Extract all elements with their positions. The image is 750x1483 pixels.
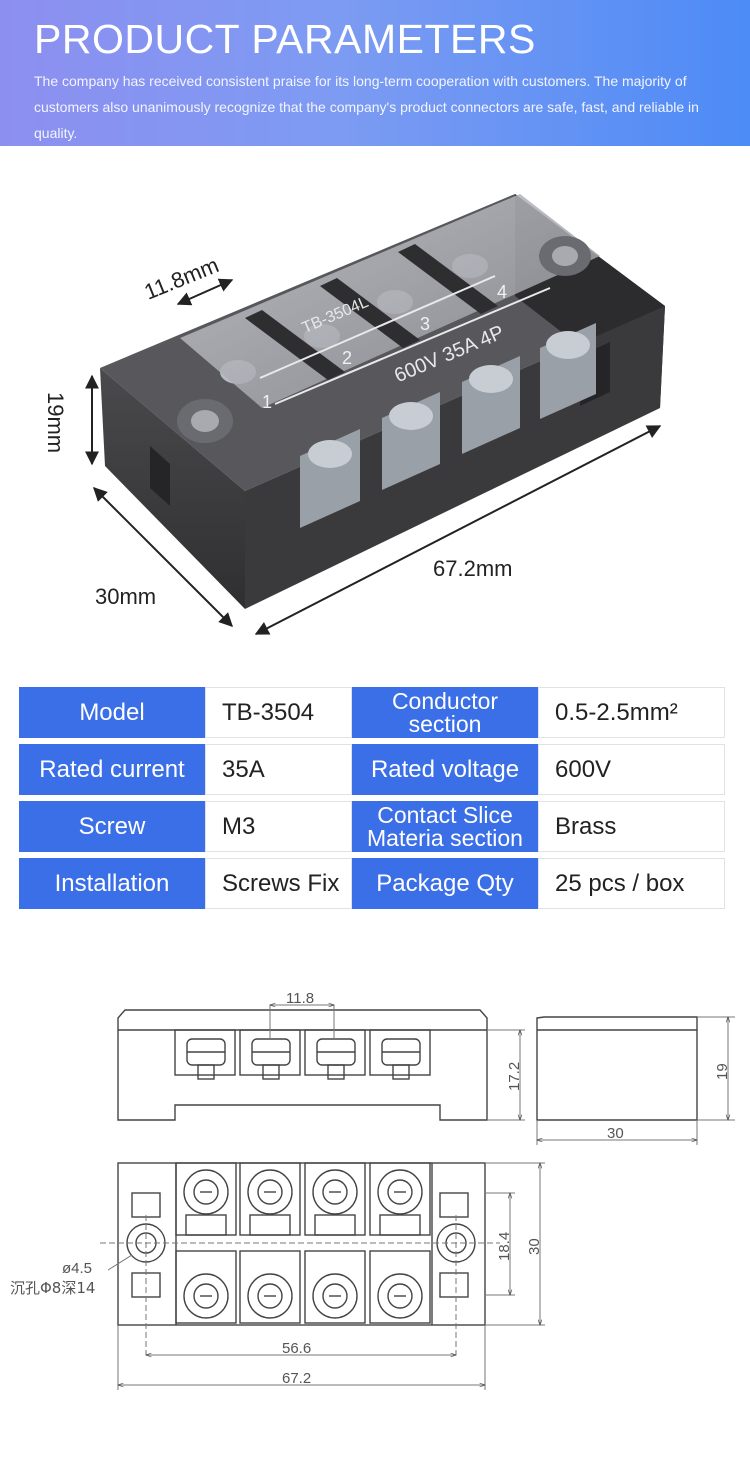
spec-label: Installation xyxy=(19,858,205,909)
spec-label: Package Qty xyxy=(352,858,538,909)
spec-value: 35A xyxy=(205,744,352,795)
banner-description: The company has received consistent prai… xyxy=(34,73,699,141)
spec-value: M3 xyxy=(205,801,352,852)
spec-value: TB-3504 xyxy=(205,687,352,738)
spec-label-line: section xyxy=(408,710,482,737)
spec-label-line: Contact Slice xyxy=(377,801,513,828)
drawing-label-overall-length: 67.2 xyxy=(282,1370,311,1387)
spec-label-line: Materia section xyxy=(367,824,523,851)
spec-value: 25 pcs / box xyxy=(538,858,725,909)
spec-value: Brass xyxy=(538,801,725,852)
terminal-number-1: 1 xyxy=(262,392,272,412)
drawing-label-pitch: 11.8 xyxy=(286,990,314,1007)
header-banner: PRODUCT PARAMETERS The company has recei… xyxy=(0,0,750,146)
terminal-number-3: 3 xyxy=(420,314,430,334)
drawing-label-hole-span: 56.6 xyxy=(282,1340,311,1357)
dim-label-pitch: 11.8mm xyxy=(141,252,223,304)
drawing-label-side-height: 19 xyxy=(714,1063,731,1080)
drawing-label-hole: ø4.5 xyxy=(62,1260,92,1277)
drawing-label-mount-spacing: 18.4 xyxy=(496,1232,513,1261)
spec-row-installation: Installation Screws Fix Package Qty 25 p… xyxy=(19,858,725,909)
drawing-label-front-height: 17.2 xyxy=(506,1062,523,1091)
drawing-label-counterbore: 沉孔Φ8深14 xyxy=(10,1279,95,1297)
spec-value: 0.5-2.5mm² xyxy=(538,687,725,738)
drawing-label-top-depth: 30 xyxy=(526,1238,543,1255)
dim-label-height: 19mm xyxy=(43,392,68,453)
product-photo: 600V 35A 4P TB-3504L 1 2 3 4 11.8mm 19mm… xyxy=(43,194,665,635)
dim-arrow-pitch xyxy=(176,278,234,306)
top-view xyxy=(117,1162,486,1326)
technical-drawing: 11.8 17.2 19 30 18.4 30 ø4.5 沉孔Φ8深14 56.… xyxy=(10,990,735,1390)
dim-arrow-length xyxy=(254,425,662,635)
terminal-number-4: 4 xyxy=(497,282,507,302)
dim-label-length: 67.2mm xyxy=(433,556,512,581)
spec-label-line: Conductor xyxy=(391,687,499,714)
spec-label: Screw xyxy=(19,801,205,852)
clear-cover xyxy=(180,194,600,408)
spec-label: Rated current xyxy=(19,744,205,795)
side-view xyxy=(536,1016,698,1121)
spec-row-current: Rated current 35A Rated voltage 600V xyxy=(19,744,725,795)
spec-value: Screws Fix xyxy=(205,858,352,909)
terminal-number-2: 2 xyxy=(342,348,352,368)
drawing-label-side-depth: 30 xyxy=(607,1125,624,1142)
spec-value: 600V xyxy=(538,744,725,795)
page-title: PRODUCT PARAMETERS xyxy=(34,16,536,62)
dim-arrow-depth xyxy=(93,487,233,627)
spec-label: Model xyxy=(19,687,205,738)
front-view xyxy=(117,1009,488,1121)
dim-label-depth: 30mm xyxy=(95,584,156,609)
spec-label: Rated voltage xyxy=(352,744,538,795)
